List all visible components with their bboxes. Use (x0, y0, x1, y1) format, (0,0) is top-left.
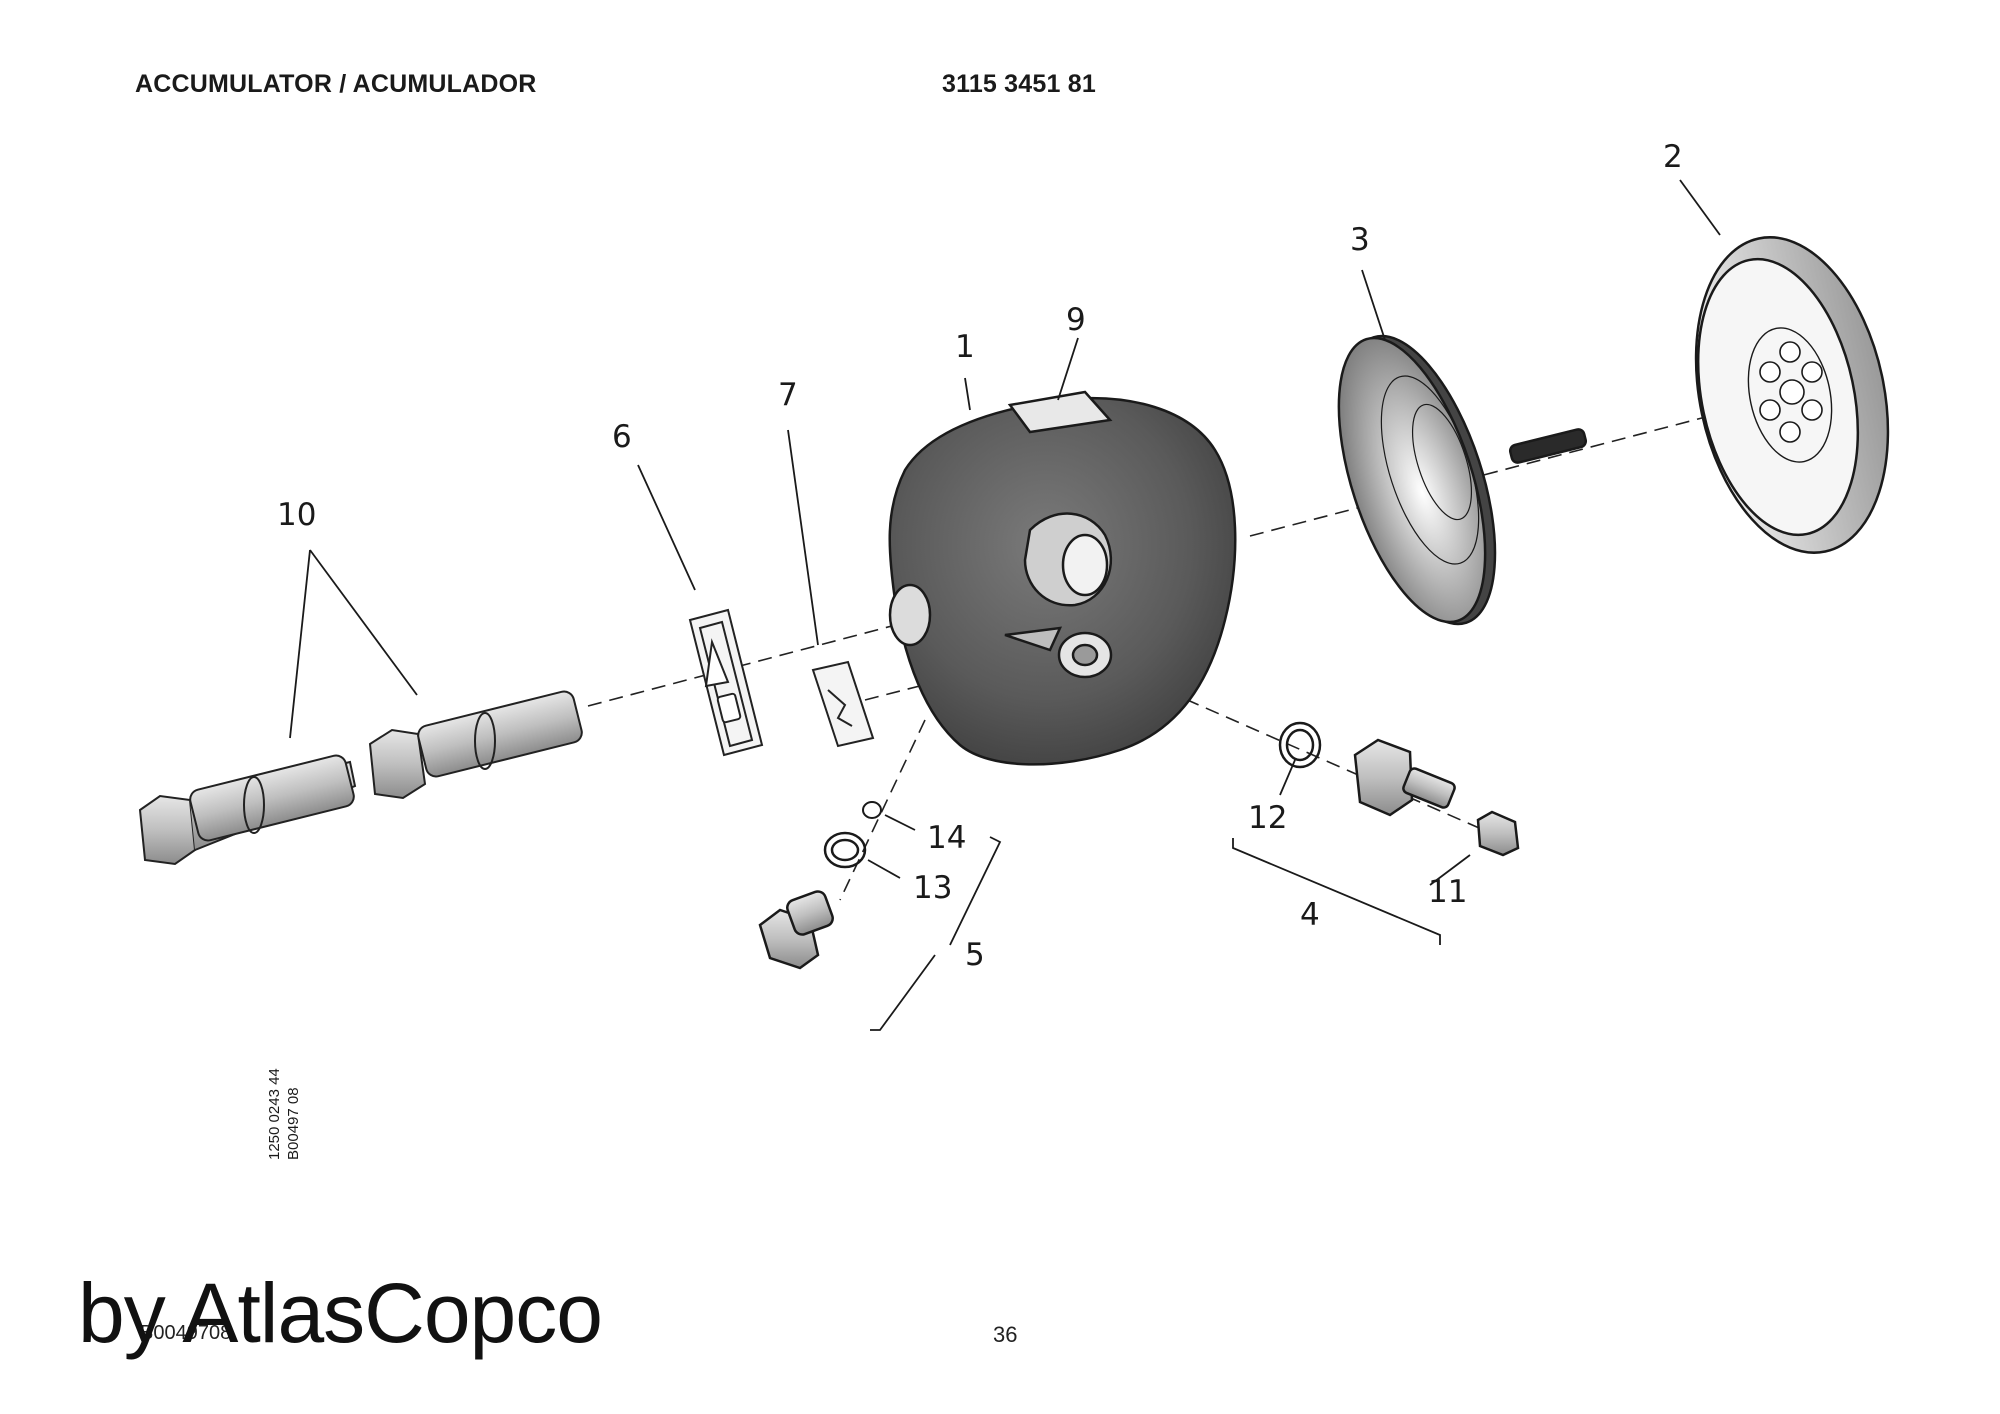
callout-3: 3 (1350, 222, 1370, 258)
accumulator-body-part-1 (888, 390, 1237, 766)
page-number: 36 (993, 1322, 1018, 1347)
callout-14: 14 (927, 820, 966, 856)
callout-11: 11 (1428, 874, 1467, 910)
callout-13: 13 (913, 870, 952, 906)
callout-leader-lines (289, 179, 1721, 1031)
symbol-decal-part-7 (811, 660, 875, 748)
shell-part-2 (1694, 236, 1890, 554)
callout-2: 2 (1663, 139, 1683, 175)
valve-part-4 (1353, 738, 1456, 817)
document-number: 3115 3451 81 (942, 70, 1096, 98)
membrane-dish-part-3 (1337, 334, 1588, 626)
callout-9: 9 (1066, 302, 1086, 338)
bolt-part-10-front (138, 754, 357, 866)
footer-code: B0049708 (140, 1322, 232, 1344)
cap-part-11 (1476, 810, 1520, 857)
page-title: ACCUMULATOR / ACUMULADOR (135, 70, 537, 98)
warning-decal-part-6 (688, 608, 764, 757)
o-ring-part-13 (823, 831, 867, 869)
bolt-part-10-rear (368, 690, 583, 800)
side-code-1: 1250 0243 44 (266, 1068, 283, 1160)
callout-12: 12 (1248, 800, 1287, 836)
callout-4: 4 (1300, 897, 1320, 933)
o-ring-part-12 (1278, 721, 1322, 769)
callout-6: 6 (612, 419, 632, 455)
side-code-2: B00497 08 (285, 1087, 302, 1160)
callout-7: 7 (778, 377, 798, 413)
callout-10: 10 (277, 497, 316, 533)
callout-5: 5 (965, 937, 985, 973)
callout-1: 1 (955, 329, 975, 365)
washer-part-14 (862, 801, 882, 819)
plug-part-5 (758, 890, 834, 970)
brand-watermark: by AtlasCopco (78, 1266, 603, 1360)
callout-numbers: 1 2 3 4 5 6 7 9 10 11 12 13 14 (277, 139, 1683, 973)
